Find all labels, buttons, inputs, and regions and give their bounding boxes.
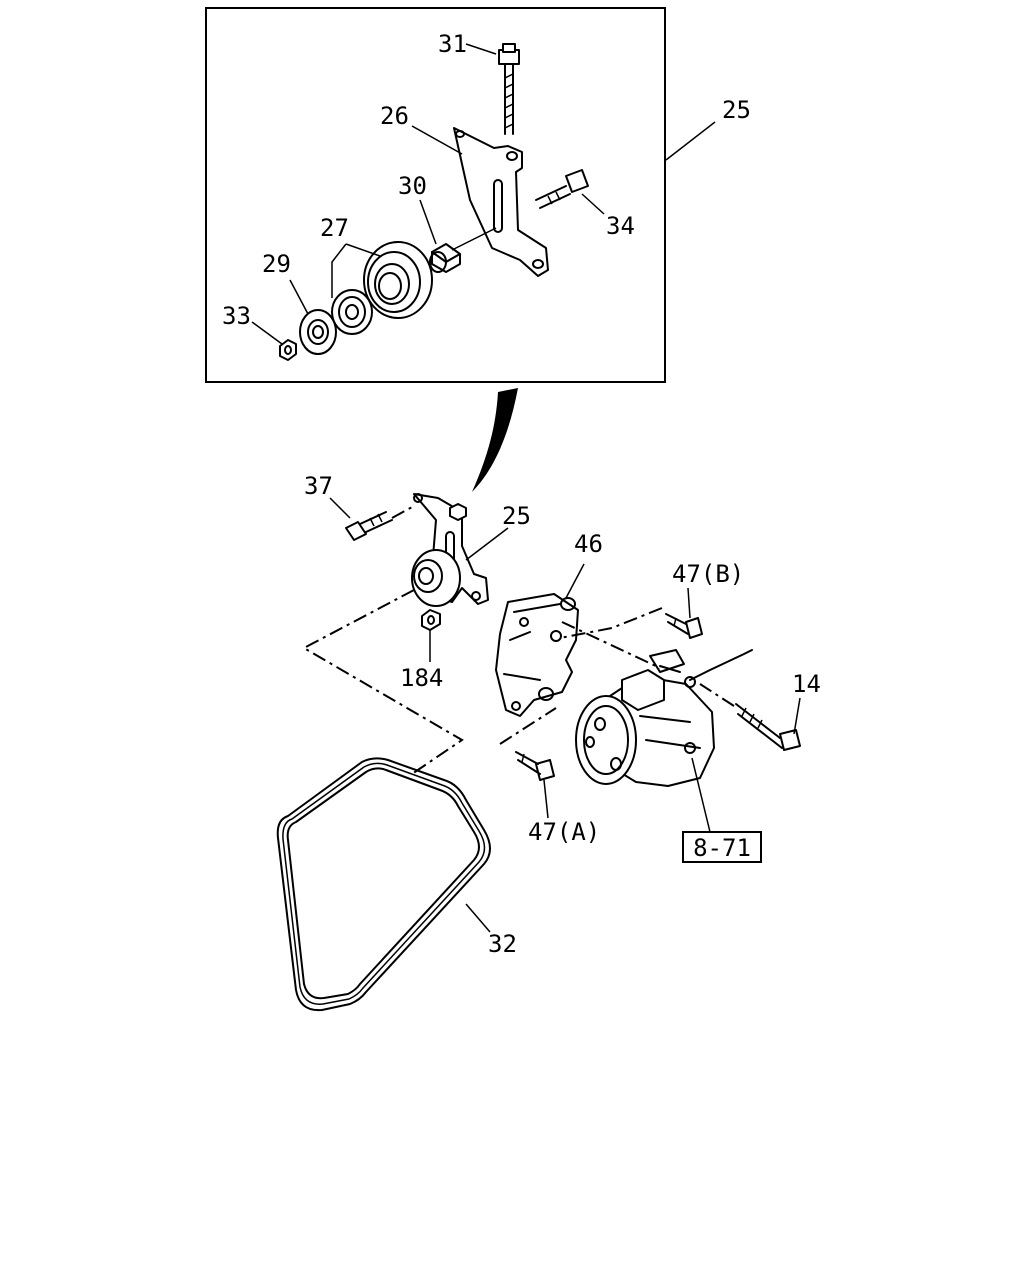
callout-47b[interactable]: 47(B) (672, 560, 744, 588)
detail-inset-frame (205, 7, 666, 383)
callout-32[interactable]: 32 (488, 930, 517, 958)
bolt-37 (345, 505, 415, 541)
ac-compressor (575, 649, 753, 787)
callout-37[interactable]: 37 (304, 472, 333, 500)
callout-26[interactable]: 26 (380, 102, 409, 130)
callout-31[interactable]: 31 (438, 30, 467, 58)
callout-25[interactable]: 25 (502, 502, 531, 530)
bolt-31 (498, 43, 520, 135)
idler-assembly-25 (411, 493, 489, 607)
washer-29 (299, 309, 337, 355)
drive-belt-32 (276, 757, 491, 1012)
bolt-47b (559, 607, 703, 669)
callout-29[interactable]: 29 (262, 250, 291, 278)
bolt-47a (499, 707, 557, 781)
idler-bracket-26 (453, 127, 549, 277)
callout-25-inset[interactable]: 25 (722, 96, 751, 124)
reference-box-frame (682, 831, 762, 863)
callout-184[interactable]: 184 (400, 664, 443, 692)
callout-14[interactable]: 14 (792, 670, 821, 698)
bolt-14 (699, 683, 801, 751)
detail-pointer (472, 388, 518, 492)
bearing (331, 289, 373, 335)
spacer-30 (429, 243, 461, 273)
belt-route-line (301, 589, 464, 775)
nut-184 (421, 609, 441, 631)
bolt-34 (535, 169, 589, 209)
pulley-27 (363, 241, 433, 319)
compressor-bracket-46 (495, 593, 579, 717)
callout-27[interactable]: 27 (320, 214, 349, 242)
reference-box-label[interactable]: 8-71 (693, 834, 751, 862)
callout-47a[interactable]: 47(A) (528, 818, 600, 846)
callout-30[interactable]: 30 (398, 172, 427, 200)
callout-46[interactable]: 46 (574, 530, 603, 558)
callout-34[interactable]: 34 (606, 212, 635, 240)
nut-33 (279, 339, 297, 361)
callout-33[interactable]: 33 (222, 302, 251, 330)
